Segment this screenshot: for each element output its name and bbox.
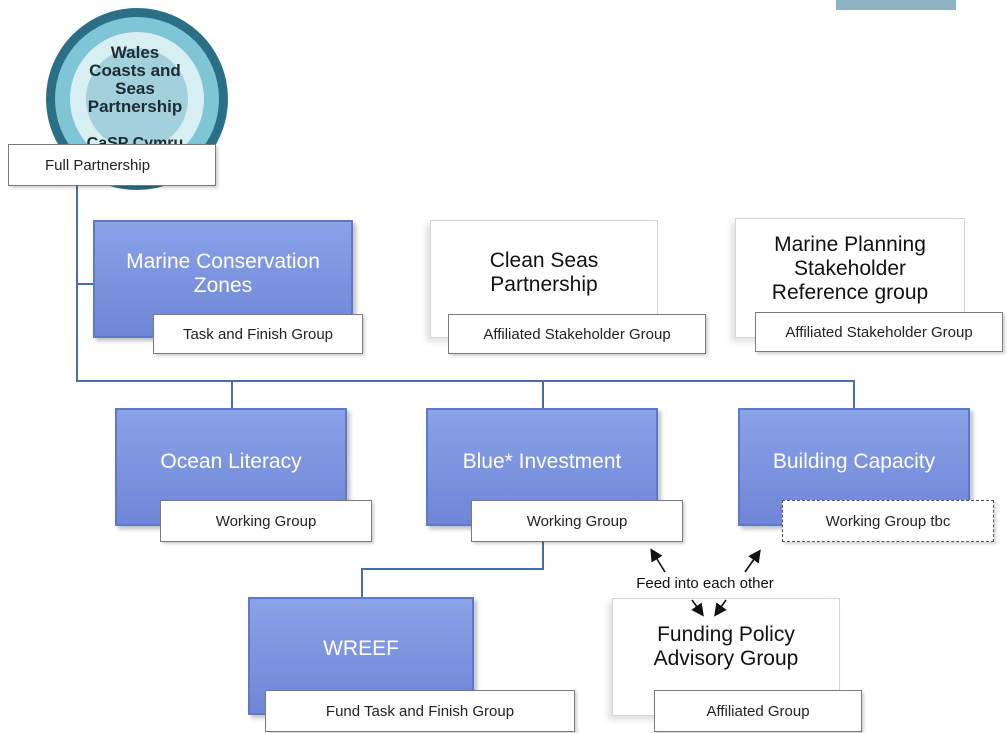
arrow-to-blue-investment <box>650 548 666 573</box>
wreef-title: WREEF <box>323 637 399 660</box>
ocean-literacy-title: Ocean Literacy <box>160 450 302 473</box>
arrow-to-funding-right <box>714 599 727 617</box>
clean-seas-label: Affiliated Stakeholder Group <box>448 314 706 354</box>
marine-planning-label: Affiliated Stakeholder Group <box>755 312 1003 352</box>
arrow-to-funding-left <box>691 599 704 617</box>
logo-line-3: Seas <box>115 79 155 98</box>
logo-line-2: Coasts and <box>89 61 181 80</box>
arrow-to-building-capacity <box>744 549 761 573</box>
funding-policy-title-line2: Advisory Group <box>653 647 799 670</box>
connector-wreef-down <box>361 568 363 598</box>
ocean-literacy-label: Working Group <box>160 500 372 542</box>
funding-policy-label: Affiliated Group <box>654 690 862 732</box>
funding-policy-title-line1: Funding Policy <box>657 623 795 646</box>
building-capacity-title: Building Capacity <box>772 450 936 473</box>
building-capacity-label: Working Group tbc <box>782 500 994 542</box>
marine-planning-title-line3: Reference group <box>771 281 929 304</box>
clean-seas-title-line2: Partnership <box>490 273 598 296</box>
full-partnership-label: Full Partnership <box>8 144 216 186</box>
clean-seas-title-line1: Clean Seas <box>489 249 599 272</box>
mcz-label: Task and Finish Group <box>153 314 363 354</box>
wreef-label: Fund Task and Finish Group <box>265 690 575 732</box>
mcz-title-line2: Zones <box>193 274 253 297</box>
blue-investment-title: Blue* Investment <box>462 450 622 473</box>
connector-ocean-literacy <box>231 380 233 410</box>
connector-blue-investment <box>542 380 544 410</box>
marine-planning-title-line2: Stakeholder <box>793 257 907 280</box>
feed-into-each-other-text: Feed into each other <box>636 575 774 592</box>
connector-wreef-horizontal <box>361 568 544 570</box>
logo-line-1: Wales <box>110 43 160 62</box>
connector-blue-down <box>542 542 544 570</box>
accent-bar <box>836 0 956 10</box>
connector-horizontal <box>76 380 855 382</box>
connector-building-capacity <box>853 380 855 410</box>
blue-investment-label: Working Group <box>471 500 683 542</box>
marine-planning-title-line1: Marine Planning <box>774 233 926 256</box>
connector-to-mcz <box>76 283 94 285</box>
mcz-title-line1: Marine Conservation <box>126 250 320 273</box>
logo-text: Wales Coasts and Seas Partnership <box>60 44 210 116</box>
logo-line-4: Partnership <box>87 97 183 116</box>
